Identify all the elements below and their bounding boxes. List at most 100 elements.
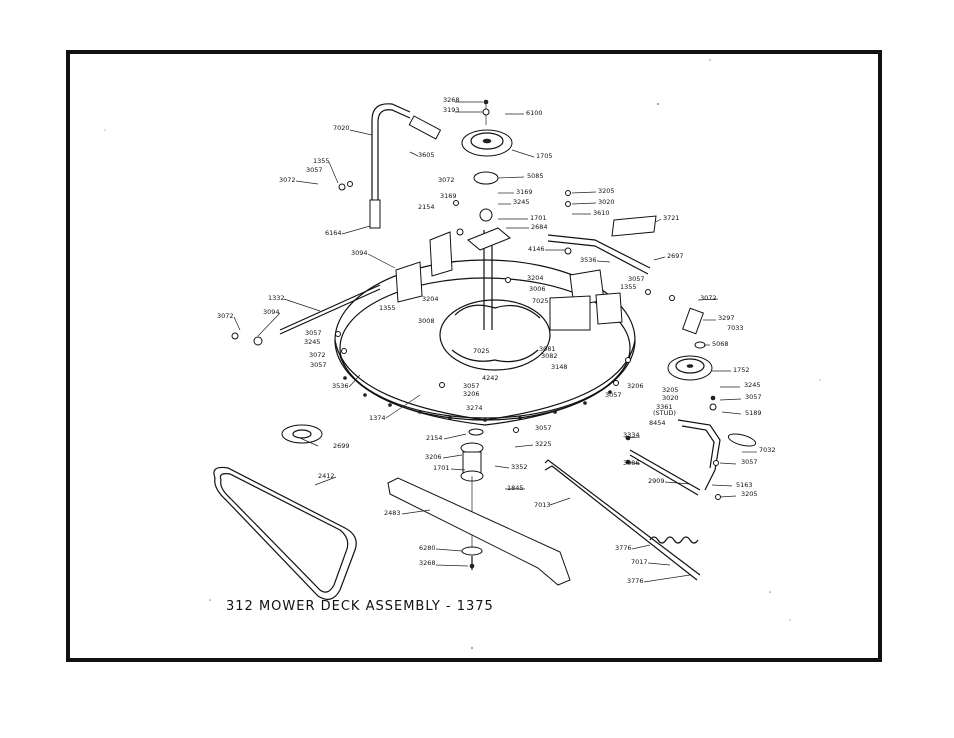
- part-label: 1705: [536, 152, 553, 160]
- part-label: 3204: [527, 274, 544, 282]
- part-label: 6164: [325, 229, 342, 237]
- part-label: 3352: [511, 463, 528, 471]
- part-label: 3057: [605, 391, 622, 399]
- part-label: 3072: [217, 312, 234, 320]
- scan-specks: [104, 59, 821, 649]
- part-label: 2154: [418, 203, 435, 211]
- deck-housing: [334, 259, 636, 426]
- part-label: 7017: [631, 558, 648, 566]
- part-label: 3094: [351, 249, 368, 257]
- part-label: 1374: [369, 414, 386, 422]
- part-label: 3057: [745, 393, 762, 401]
- part-label: 3020: [598, 198, 615, 206]
- part-label: (STUD): [653, 409, 676, 417]
- part-label: 1701: [433, 464, 450, 472]
- drive-belt: [213, 466, 357, 600]
- part-label: 3776: [627, 577, 644, 585]
- part-label: 1752: [733, 366, 750, 374]
- part-label: 3072: [438, 176, 455, 184]
- part-label: 3206: [627, 382, 644, 390]
- part-label: 3057: [741, 458, 758, 466]
- part-label: 4146: [528, 245, 545, 253]
- part-label: 3086: [623, 459, 640, 467]
- lift-handle: [369, 103, 442, 229]
- part-label: 3268: [443, 96, 460, 104]
- part-label: 2684: [531, 223, 548, 231]
- part-label: 2483: [384, 509, 401, 517]
- part-label: 1355: [313, 157, 330, 165]
- part-label: 1701: [530, 214, 547, 222]
- part-label: 3057: [463, 382, 480, 390]
- part-label: 1355: [620, 283, 637, 291]
- part-label: 2909: [648, 477, 665, 485]
- part-label: 7033: [727, 324, 744, 332]
- part-label: 3006: [529, 285, 546, 293]
- part-label: 5068: [712, 340, 729, 348]
- part-label: 3094: [263, 308, 280, 316]
- part-label: 2699: [333, 442, 350, 450]
- part-label: 7025: [473, 347, 490, 355]
- control-rod-lower: [544, 449, 701, 581]
- part-label: 2412: [318, 472, 335, 480]
- part-label: 1332: [268, 294, 285, 302]
- deck-brackets: [395, 215, 657, 331]
- part-label: 3169: [440, 192, 457, 200]
- part-label: 3204: [422, 295, 439, 303]
- part-label: 6280: [419, 544, 436, 552]
- part-label: 3057: [628, 275, 645, 283]
- part-label: 3206: [425, 453, 442, 461]
- part-label: 3268: [419, 559, 436, 567]
- diagram-title: 312 MOWER DECK ASSEMBLY - 1375: [226, 599, 494, 614]
- part-label: 3721: [663, 214, 680, 222]
- part-label: 3225: [535, 440, 552, 448]
- part-label: 3072: [279, 176, 296, 184]
- blade-spindle: [387, 428, 571, 586]
- part-label: 3072: [309, 351, 326, 359]
- part-label: 3008: [418, 317, 435, 325]
- part-label: 8454: [649, 419, 666, 427]
- part-label: 3020: [662, 394, 679, 402]
- part-label: 3081: [539, 345, 556, 353]
- part-label: 7032: [759, 446, 776, 454]
- part-label: 3610: [593, 209, 610, 217]
- part-label: 3245: [513, 198, 530, 206]
- leader-lines: [233, 101, 757, 583]
- washer-2699: [281, 424, 323, 444]
- part-label: 1845: [507, 484, 524, 492]
- part-label: 3334: [623, 431, 640, 439]
- part-label: 7025: [532, 297, 549, 305]
- part-label: 3148: [551, 363, 568, 371]
- part-label: 5163: [736, 481, 753, 489]
- part-label: 3245: [744, 381, 761, 389]
- part-label: 3205: [662, 386, 679, 394]
- part-label: 3057: [535, 424, 552, 432]
- part-label: 3274: [466, 404, 483, 412]
- part-label: 3776: [615, 544, 632, 552]
- part-label: 1355: [379, 304, 396, 312]
- part-label: 3072: [700, 294, 717, 302]
- part-label: 3205: [741, 490, 758, 498]
- idler-pulley: [667, 307, 757, 491]
- part-label: 5189: [745, 409, 762, 417]
- part-label: 2154: [426, 434, 443, 442]
- part-label: 3361: [656, 403, 673, 411]
- part-label: 3245: [304, 338, 321, 346]
- part-label: 3536: [580, 256, 597, 264]
- part-label: 3082: [541, 352, 558, 360]
- part-label: 7020: [333, 124, 350, 132]
- center-spindle: [461, 99, 513, 330]
- part-label: 7013: [534, 501, 551, 509]
- part-label: 5085: [527, 172, 544, 180]
- part-label: 3536: [332, 382, 349, 390]
- part-label: 3057: [306, 166, 323, 174]
- part-label: 3057: [310, 361, 327, 369]
- part-label: 3205: [598, 187, 615, 195]
- part-label: 3169: [516, 188, 533, 196]
- rod-left: [231, 284, 381, 346]
- rim-rivets: [343, 376, 612, 422]
- part-label: 3057: [305, 329, 322, 337]
- part-label: 3206: [463, 390, 480, 398]
- hardware: [335, 181, 721, 500]
